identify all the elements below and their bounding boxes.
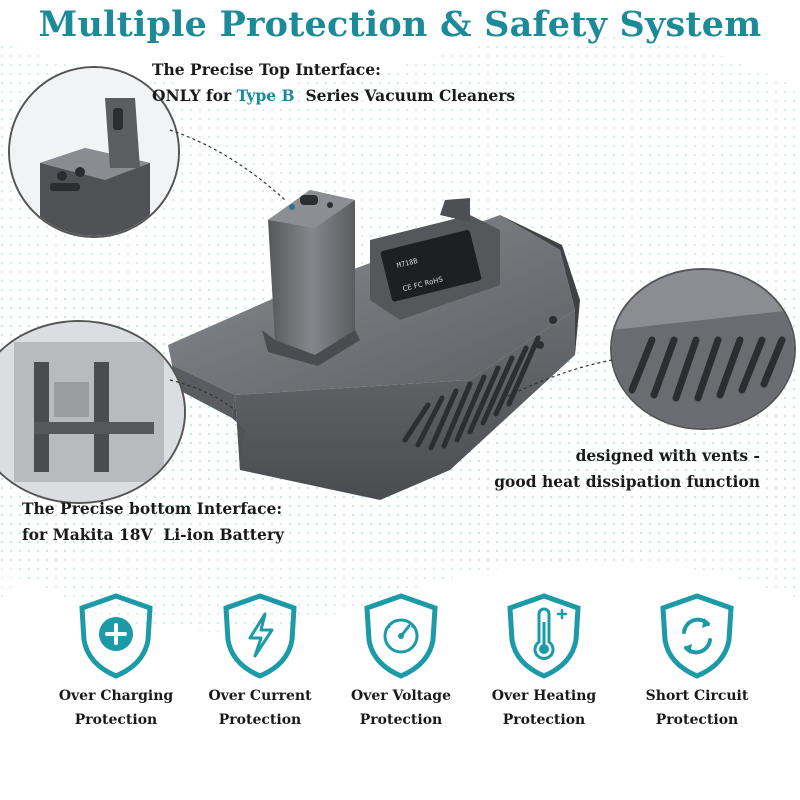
bottom-interface-compatibility: for Makita 18V Li-ion Battery: [22, 525, 284, 544]
feature-short-circuit: Short Circuit Protection: [627, 592, 767, 732]
lightning-shield-icon: [223, 593, 297, 679]
top-interface-detail-circle: [8, 66, 180, 238]
bottom-interface-label: The Precise bottom Interface: for Makita…: [22, 496, 284, 548]
bottom-interface-closeup-image: [0, 322, 184, 502]
vents-detail-circle: [610, 268, 796, 430]
feature-title: Over Voltage: [351, 688, 451, 704]
page-title: Multiple Protection & Safety System: [38, 4, 762, 45]
top-interface-heading: The Precise Top Interface:: [152, 60, 381, 79]
feature-subtitle: Protection: [218, 712, 302, 728]
feature-subtitle: Protection: [655, 712, 739, 728]
vents-description: good heat dissipation function: [494, 472, 760, 491]
bottom-interface-heading: The Precise bottom Interface:: [22, 499, 283, 518]
bottom-interface-detail-circle: [0, 320, 186, 504]
feature-subtitle: Protection: [502, 712, 586, 728]
plus-shield-icon: [79, 593, 153, 679]
top-interface-closeup-image: [10, 68, 178, 236]
feature-title: Over Current: [208, 688, 312, 704]
feature-label: Short Circuit Protection: [627, 684, 767, 732]
type-b-highlight: Type B: [236, 86, 295, 105]
feature-label: Over Voltage Protection: [331, 684, 471, 732]
feature-subtitle: Protection: [359, 712, 443, 728]
feature-title: Over Heating: [491, 688, 597, 704]
thermometer-shield-icon: [507, 593, 581, 679]
feature-label: Over Charging Protection: [46, 684, 186, 732]
refresh-shield-icon: [660, 593, 734, 679]
top-interface-prefix: ONLY for: [152, 86, 237, 105]
vents-closeup-image: [612, 270, 794, 428]
feature-over-voltage: Over Voltage Protection: [331, 592, 471, 732]
feature-label: Over Current Protection: [190, 684, 330, 732]
feature-label: Over Heating Protection: [474, 684, 614, 732]
feature-over-current: Over Current Protection: [190, 592, 330, 732]
top-interface-label: The Precise Top Interface: ONLY for Type…: [152, 57, 515, 109]
feature-subtitle: Protection: [74, 712, 158, 728]
top-interface-compatibility: ONLY for Type B Series Vacuum Cleaners: [152, 83, 515, 109]
vents-label: designed with vents - good heat dissipat…: [494, 443, 760, 495]
top-interface-suffix: Series Vacuum Cleaners: [294, 86, 516, 105]
feature-title: Over Charging: [58, 688, 174, 704]
feature-over-heating: Over Heating Protection: [474, 592, 614, 732]
vents-heading: designed with vents -: [575, 446, 760, 465]
gauge-shield-icon: [364, 593, 438, 679]
feature-title: Short Circuit: [645, 688, 749, 704]
feature-over-charging: Over Charging Protection: [46, 592, 186, 732]
